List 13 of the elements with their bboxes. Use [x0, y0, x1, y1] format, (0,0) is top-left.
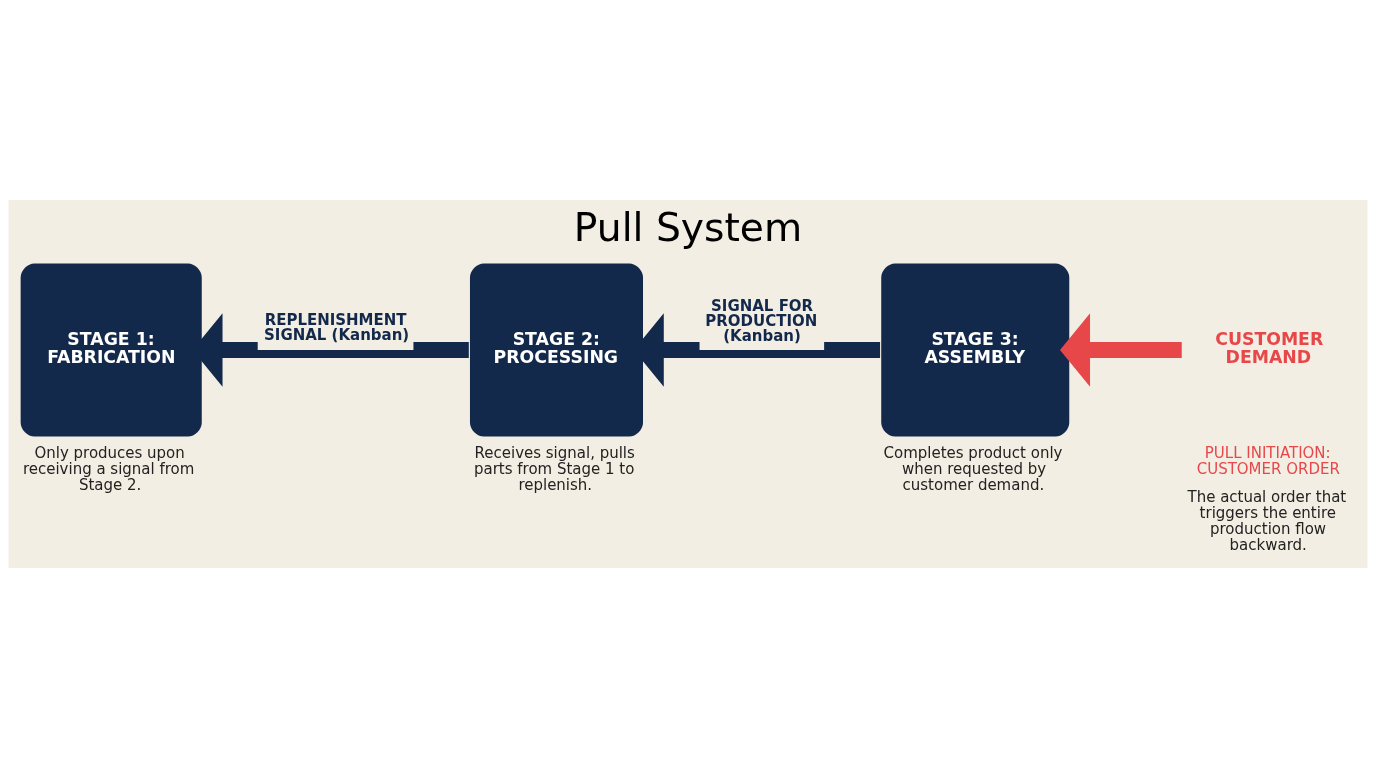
- arrow: [1060, 313, 1182, 387]
- node-label: PULL INITIATION: CUSTOMER ORDER: [1196, 443, 1340, 478]
- diagram-title: Pull System: [573, 204, 803, 250]
- node-label: The actual order that triggers the entire production flow backward.: [1187, 487, 1347, 554]
- node-label: Only produces upon receiving a signal from Stage 2.: [22, 443, 195, 495]
- node-box: STAGE 1: FABRICATION: [20, 263, 202, 437]
- node-box: STAGE 3: ASSEMBLY: [881, 263, 1070, 437]
- edge-label: REPLENISHMENT SIGNAL (Kanban): [264, 311, 410, 345]
- edge-label: SIGNAL FOR PRODUCTION (Kanban): [705, 296, 818, 345]
- node-box: STAGE 2: PROCESSING: [469, 263, 643, 437]
- node-label: Receives signal, pulls parts from Stage 1 to replenish.: [474, 443, 635, 495]
- node-label: Completes product only when requested by customer demand.: [883, 443, 1063, 495]
- node-text: CUSTOMER DEMAND: [1215, 329, 1324, 367]
